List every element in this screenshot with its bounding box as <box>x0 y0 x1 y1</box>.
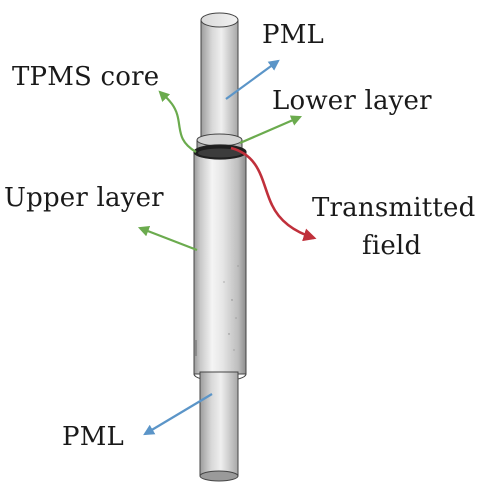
transmitted-field-label-line2: field <box>362 231 422 261</box>
transmitted-field-arrow <box>230 146 317 242</box>
transmitted-field-label-line1: Transmitted <box>312 193 476 223</box>
tpms-core-arrow <box>158 90 197 153</box>
upper-layer-arrow <box>137 226 198 252</box>
pml-top-rod <box>200 12 239 147</box>
upper-layer-cylinder <box>193 144 247 382</box>
lower-layer-label: Lower layer <box>272 86 432 116</box>
pml-bottom-label: PML <box>62 422 124 452</box>
lower-layer-arrow <box>239 115 303 145</box>
pml-bottom-arrow <box>143 393 213 436</box>
upper-layer-label: Upper layer <box>4 183 164 213</box>
pml-top-arrow <box>225 59 280 100</box>
tpms-core-label: TPMS core <box>12 62 160 92</box>
pml-bottom-rod <box>199 371 239 482</box>
pml-top-label: PML <box>262 20 324 50</box>
